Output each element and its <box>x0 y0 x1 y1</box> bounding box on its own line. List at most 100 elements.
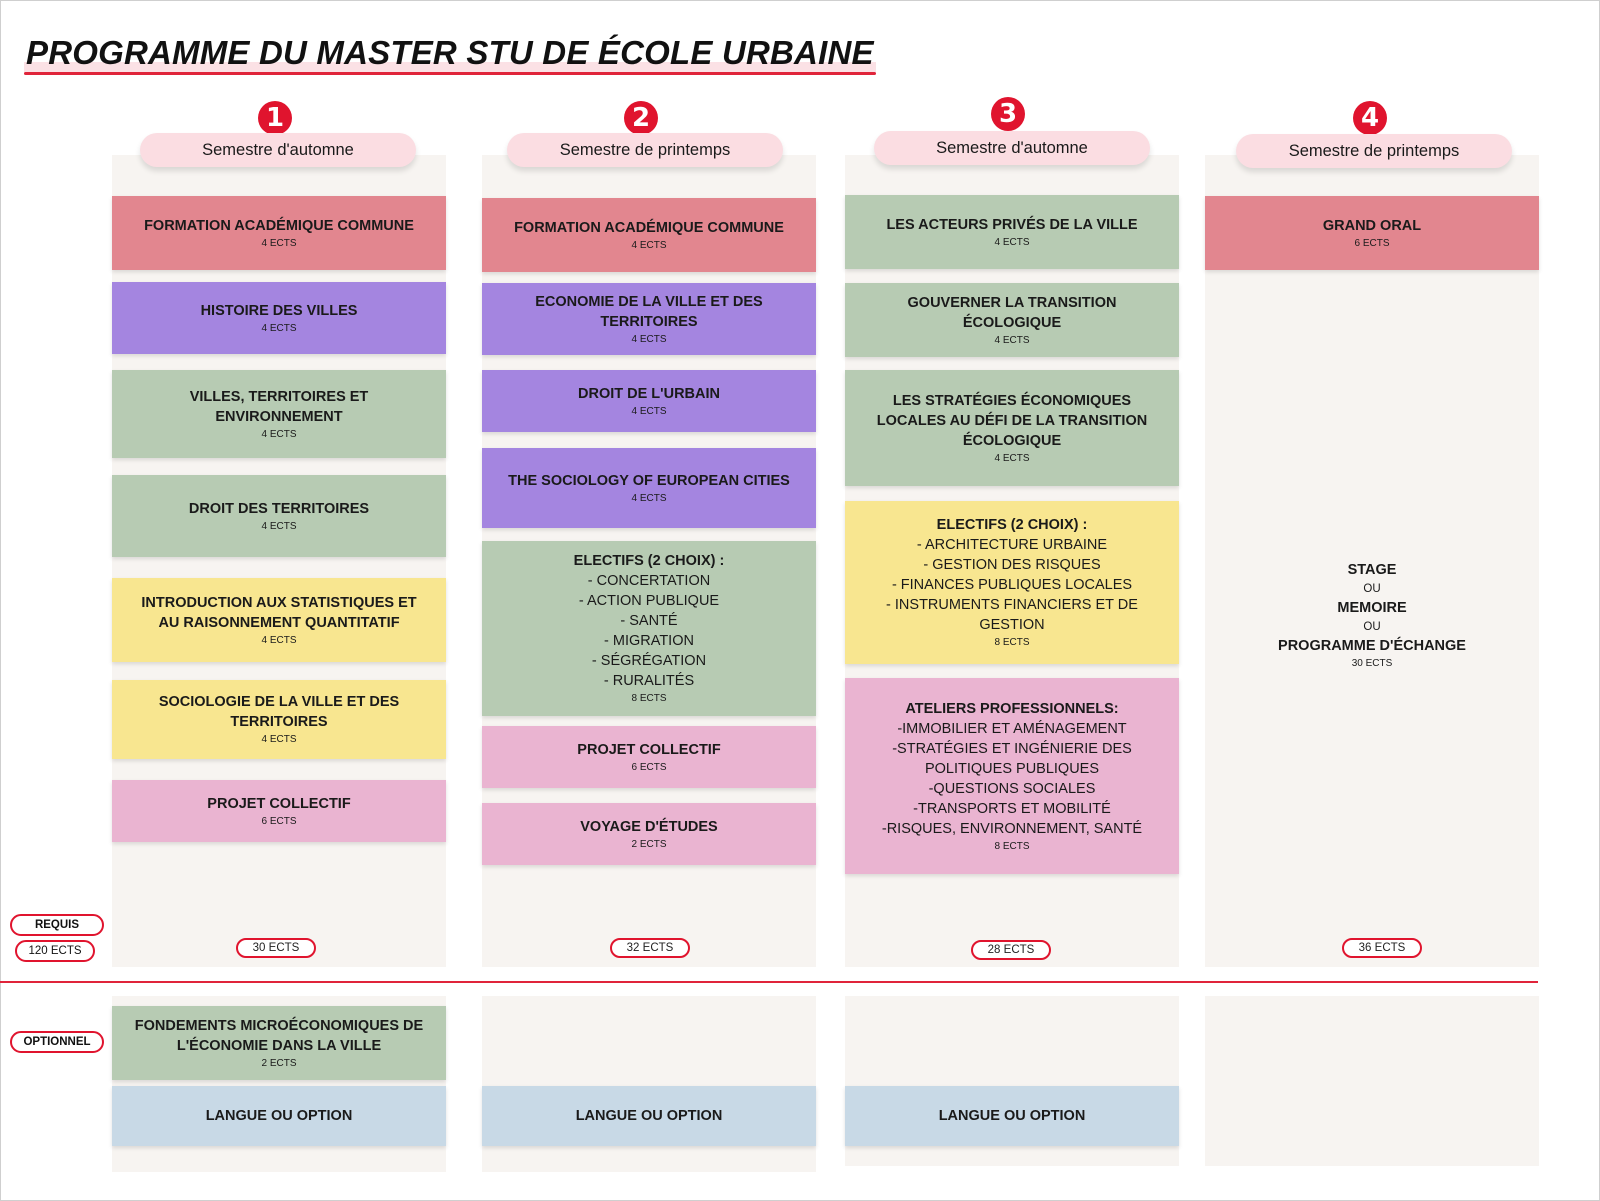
course-title: ENVIRONNEMENT <box>215 408 343 425</box>
course-ects: 2 ECTS <box>261 1057 297 1069</box>
course-title: DROIT DE L'URBAIN <box>578 385 720 402</box>
course-ects: 4 ECTS <box>631 333 667 345</box>
semester-name-label: Semestre de printemps <box>1236 134 1512 168</box>
course-gouverner-la-transition-ecologique: GOUVERNER LA TRANSITION ÉCOLOGIQUE 4 ECTS <box>845 283 1179 357</box>
course-title: THE SOCIOLOGY OF EUROPEAN CITIES <box>508 472 790 489</box>
course-title: ÉCOLOGIQUE <box>962 314 1062 331</box>
course-ects: 8 ECTS <box>994 840 1030 852</box>
course-title: SOCIOLOGIE DE LA VILLE ET DES <box>158 694 400 710</box>
semester-name-label: Semestre de printemps <box>507 133 783 167</box>
course-ects: 6 ECTS <box>1354 237 1390 249</box>
title-highlight <box>24 62 876 72</box>
optional-course-langue-ou-option: LANGUE OU OPTION <box>845 1086 1179 1146</box>
course-ects: 8 ECTS <box>631 693 667 704</box>
semester-number-badge: 2 <box>624 101 658 135</box>
course-electifs-2-choix: ELECTIFS (2 CHOIX) : - ARCHITECTURE URBAI… <box>845 501 1179 664</box>
course-title: ATELIERS PROFESSIONNELS: <box>905 700 1119 717</box>
optional-course-langue-ou-option: LANGUE OU OPTION <box>482 1086 816 1146</box>
course-title: LANGUE OU OPTION <box>575 1108 723 1124</box>
course-title: LOCALES AU DÉFI DE LA TRANSITION <box>876 412 1148 429</box>
course-option-line: -IMMOBILIER ET AMÉNAGEMENT <box>897 720 1127 737</box>
course-ects: 4 ECTS <box>994 334 1030 346</box>
course-les-strategies-economiques-locales-au-defi-de-la-transition-ecologique: LES STRATÉGIES ÉCONOMIQUES LOCALES AU DÉF… <box>845 370 1179 486</box>
course-projet-collectif: PROJET COLLECTIF 6 ECTS <box>482 726 816 788</box>
course-title: GRAND ORAL <box>1322 217 1422 234</box>
course-electifs-2-choix: ELECTIFS (2 CHOIX) : - CONCERTATION - ACTI… <box>482 541 816 716</box>
course-ects: 4 ECTS <box>261 322 297 334</box>
course-les-acteurs-prives-de-la-ville: LES ACTEURS PRIVÉS DE LA VILLE 4 ECTS <box>845 195 1179 269</box>
course-title: FONDEMENTS MICROÉCONOMIQUES DE <box>134 1017 424 1034</box>
semester-4-optional-column <box>1205 996 1539 1166</box>
course-introduction-aux-statistiques-et-au-raisonnement-quantitatif: INTRODUCTION AUX STATISTIQUES ET AU RAISO… <box>112 578 446 662</box>
course-formation-academique-commune: FORMATION ACADÉMIQUE COMMUNE 4 ECTS <box>112 196 446 270</box>
course-option-line: - ARCHITECTURE URBAINE <box>916 537 1108 553</box>
required-total-ects: 120 ECTS <box>15 940 95 962</box>
course-title: ELECTIFS (2 CHOIX) : <box>573 553 725 569</box>
course-title: LES STRATÉGIES ÉCONOMIQUES <box>892 392 1132 409</box>
semester-number-badge: 3 <box>991 97 1025 131</box>
course-ects: 4 ECTS <box>631 492 667 504</box>
course-ects: 4 ECTS <box>261 734 297 745</box>
title-underline <box>24 72 876 75</box>
required-label: REQUIS <box>10 914 104 936</box>
semester-4-column <box>1205 155 1539 967</box>
course-option-line: -STRATÉGIES ET INGÉNIERIE DES <box>892 740 1132 757</box>
course-ects: 6 ECTS <box>631 761 667 773</box>
course-title: VOYAGE D'ÉTUDES <box>580 818 718 835</box>
course-ects: 4 ECTS <box>631 405 667 417</box>
course-ects: 4 ECTS <box>994 236 1030 248</box>
semester-total-ects: 32 ECTS <box>610 938 690 958</box>
course-title: LES ACTEURS PRIVÉS DE LA VILLE <box>886 216 1138 233</box>
course-title: INTRODUCTION AUX STATISTIQUES ET <box>141 594 417 611</box>
course-title: GOUVERNER LA TRANSITION <box>907 294 1117 311</box>
stage-option-line: OU <box>1363 620 1381 633</box>
course-formation-academique-commune: FORMATION ACADÉMIQUE COMMUNE 4 ECTS <box>482 198 816 272</box>
course-option-line: -TRANSPORTS ET MOBILITÉ <box>913 800 1111 817</box>
course-title: PROJET COLLECTIF <box>577 741 721 758</box>
course-the-sociology-of-european-cities: THE SOCIOLOGY OF EUROPEAN CITIES 4 ECTS <box>482 448 816 528</box>
course-title: FORMATION ACADÉMIQUE COMMUNE <box>144 217 414 234</box>
course-title: AU RAISONNEMENT QUANTITATIF <box>158 614 400 631</box>
course-ects: 4 ECTS <box>261 237 297 249</box>
semester-name-label: Semestre d'automne <box>874 131 1150 165</box>
course-ects: 4 ECTS <box>261 520 297 532</box>
stage-option-line: PROGRAMME D'ÉCHANGE <box>1278 637 1466 654</box>
semester-1-column <box>112 155 446 967</box>
course-ects: 30 ECTS <box>1351 657 1393 669</box>
semester-total-ects: 36 ECTS <box>1342 938 1422 958</box>
course-title: LANGUE OU OPTION <box>205 1108 353 1124</box>
course-ects: 2 ECTS <box>631 838 667 850</box>
course-option-line: -QUESTIONS SOCIALES <box>928 780 1096 797</box>
course-ects: 8 ECTS <box>994 637 1030 648</box>
semester-number-badge: 4 <box>1353 101 1387 135</box>
course-option-line: - SÉGRÉGATION <box>591 653 707 669</box>
semester-number-badge: 1 <box>258 101 292 135</box>
course-droit-de-l-urbain: DROIT DE L'URBAIN 4 ECTS <box>482 370 816 432</box>
optional-label: OPTIONNEL <box>10 1031 104 1053</box>
course-option-line: POLITIQUES PUBLIQUES <box>924 760 1100 777</box>
semester-name-label: Semestre d'automne <box>140 133 416 167</box>
required-optional-divider <box>0 981 1538 983</box>
semester-total-ects: 30 ECTS <box>236 938 316 958</box>
course-option-line: - RURALITÉS <box>603 673 695 689</box>
course-title: FORMATION ACADÉMIQUE COMMUNE <box>514 219 784 236</box>
stage-option-line: OU <box>1363 582 1381 595</box>
course-ects: 4 ECTS <box>631 239 667 251</box>
course-title: ECONOMIE DE LA VILLE ET DES <box>535 293 763 310</box>
course-option-line: GESTION <box>979 617 1045 633</box>
course-title: VILLES, TERRITOIRES ET <box>189 388 369 405</box>
course-option-line: - CONCERTATION <box>587 573 711 589</box>
course-option-line: - SANTÉ <box>620 613 678 629</box>
course-option-line: - ACTION PUBLIQUE <box>578 593 720 609</box>
course-option-line: -RISQUES, ENVIRONNEMENT, SANTÉ <box>881 820 1143 837</box>
course-title: LANGUE OU OPTION <box>938 1108 1086 1124</box>
course-droit-des-territoires: DROIT DES TERRITOIRES 4 ECTS <box>112 475 446 557</box>
course-title: DROIT DES TERRITOIRES <box>188 500 370 517</box>
course-title: ELECTIFS (2 CHOIX) : <box>936 517 1088 533</box>
